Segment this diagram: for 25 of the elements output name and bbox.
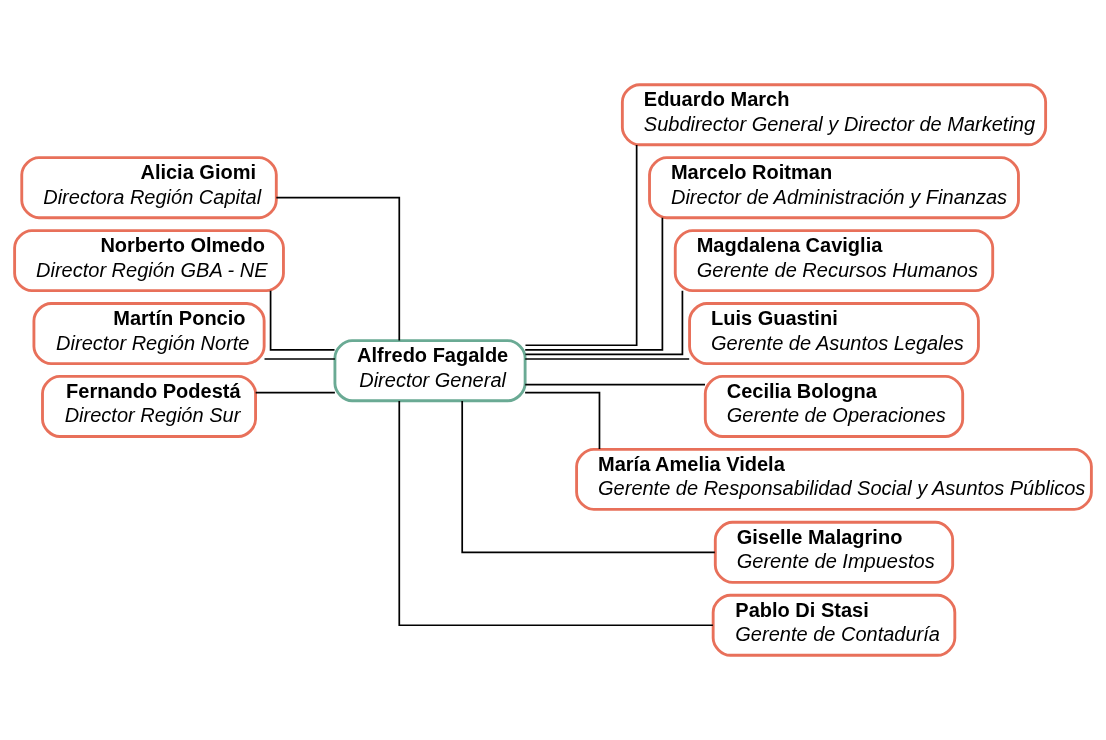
node-box: Fernando Podestá Director Región Sur <box>41 375 257 438</box>
node-box: Magdalena Caviglia Gerente de Recursos Humanos <box>673 229 995 293</box>
connector <box>524 383 706 386</box>
node-box: Eduardo March Subdirector General y Director de Marketing <box>620 83 1048 147</box>
connector <box>254 391 336 394</box>
connector <box>398 400 714 627</box>
connector <box>524 358 691 360</box>
node-box: Alfredo Fagalde Director General <box>333 339 527 403</box>
node-box: Giselle Malagrino Gerente de Impuestos <box>713 520 955 584</box>
node-box: Martín Poncio Director Región Norte <box>32 302 266 365</box>
connector <box>524 289 684 356</box>
node-box: Marcelo Roitman Director de Administración y Finanzas <box>648 156 1020 220</box>
node-box: María Amelia Videla Gerente de Responsabilidad Social y Asuntos Públicos <box>575 447 1093 511</box>
connector <box>275 196 401 342</box>
node-box: Alicia Giomi Directora Región Capital <box>20 156 278 220</box>
connector <box>269 289 336 351</box>
connector <box>524 391 601 450</box>
connector <box>263 358 336 360</box>
connector <box>461 400 716 554</box>
connector <box>524 216 664 351</box>
node-box: Norberto Olmedo Director Región GBA - NE <box>13 229 285 293</box>
node-box: Cecilia Bologna Gerente de Operaciones <box>703 375 965 438</box>
connector <box>524 144 638 347</box>
node-box: Pablo Di Stasi Gerente de Contaduría <box>711 593 957 657</box>
node-box: Luis Guastini Gerente de Asuntos Legales <box>688 302 980 365</box>
